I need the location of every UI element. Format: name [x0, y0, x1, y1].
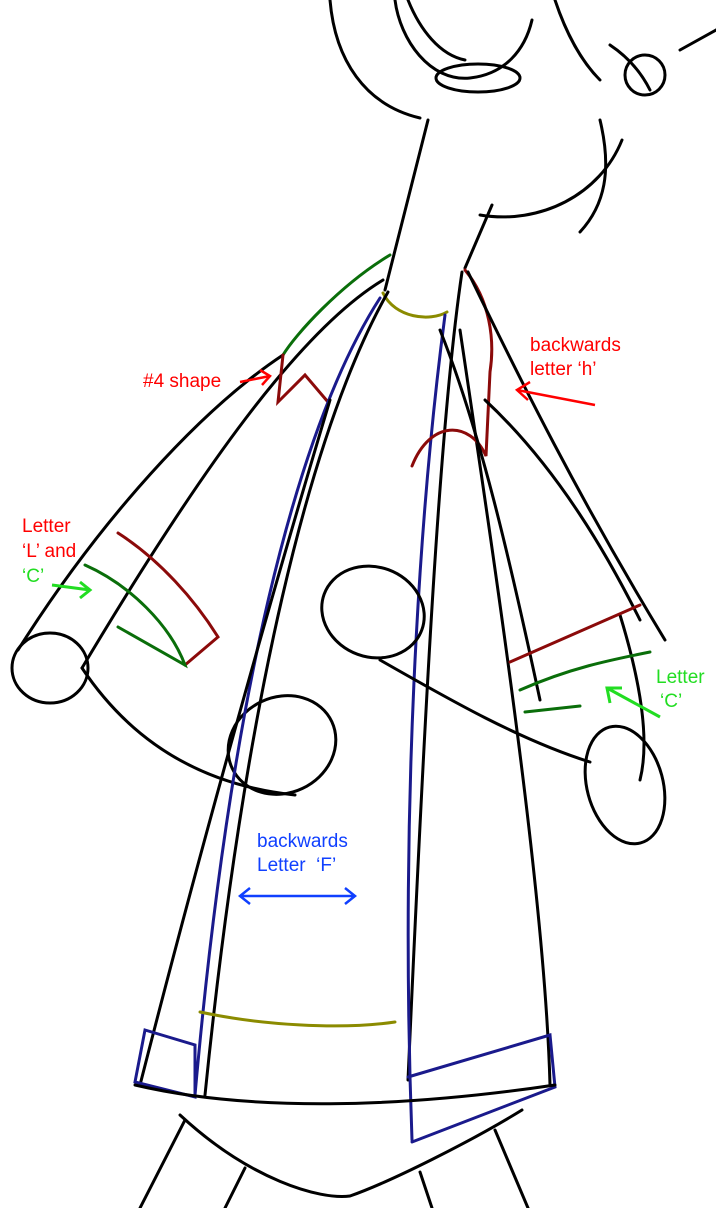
label-letter-c-line2: ‘C’ [660, 691, 683, 712]
arrow-letter-c [605, 686, 661, 719]
label-backwards-f-line2: Letter ‘F’ [257, 855, 337, 876]
label-letter-c-line1: Letter [656, 667, 705, 688]
coat-body [133, 268, 557, 1208]
arrow-four-shape [239, 368, 272, 386]
annotation-arrows [51, 368, 661, 905]
label-letter-lc-line2: ‘L’ and [22, 541, 77, 562]
collar-line [381, 291, 449, 319]
label-letter-lc-line3: ‘C’ [22, 566, 45, 587]
label-backwards-h-line1: backwards [530, 335, 621, 356]
label-four-shape: #4 shape [143, 371, 222, 392]
head [328, 0, 716, 234]
label-backwards-h-line2: letter ‘h’ [530, 359, 597, 380]
arrow-letter-h [514, 380, 596, 407]
label-letter-lc-line1: Letter [22, 516, 71, 537]
double-arrow-letter-f [237, 887, 358, 905]
right-arm [320, 270, 667, 846]
label-backwards-f-line1: backwards [257, 831, 348, 852]
neck [383, 118, 494, 292]
arrow-letter-lc [51, 580, 93, 600]
